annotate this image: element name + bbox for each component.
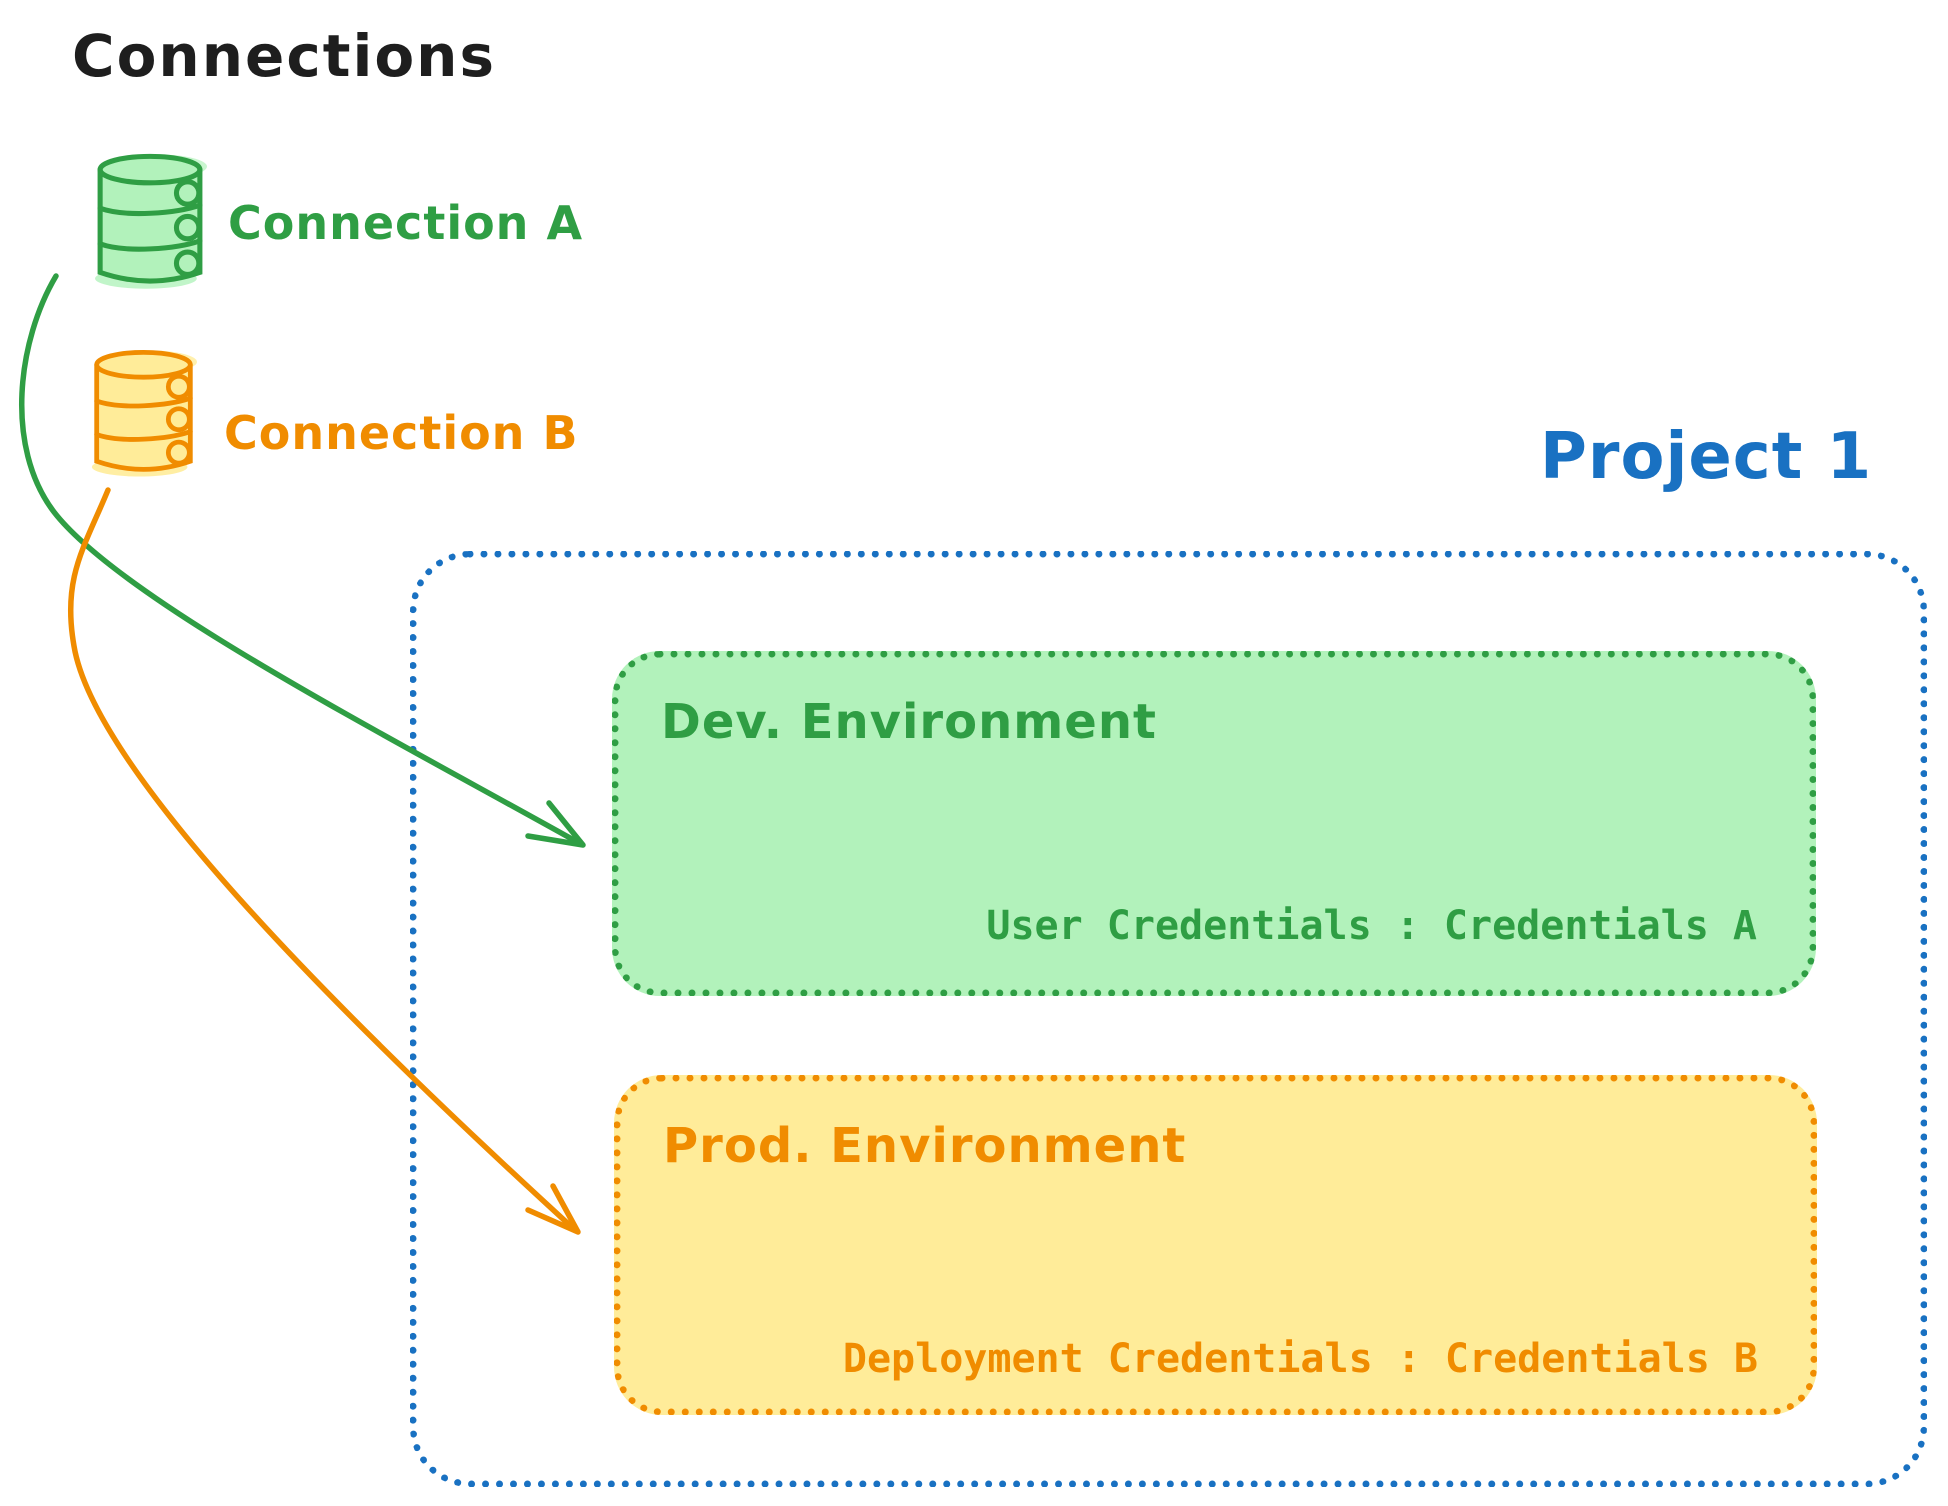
dev-environment-title: Dev. Environment xyxy=(661,694,1157,750)
database-icon[interactable] xyxy=(90,348,197,478)
database-icon[interactable] xyxy=(93,152,207,290)
prod-environment-box[interactable]: Prod. Environment Deployment Credentials… xyxy=(614,1075,1817,1415)
database-cylinder-orange xyxy=(91,349,197,477)
connection-a-label: Connection A xyxy=(228,196,584,250)
project-container[interactable]: Dev. Environment User Credentials : Cred… xyxy=(410,551,1927,1487)
database-cylinder-green xyxy=(95,153,207,289)
dev-environment-credentials: User Credentials : Credentials A xyxy=(986,903,1757,949)
prod-environment-credentials: Deployment Credentials : Credentials B xyxy=(842,1336,1758,1382)
dev-environment-box[interactable]: Dev. Environment User Credentials : Cred… xyxy=(612,651,1816,996)
project-title: Project 1 xyxy=(1540,420,1873,494)
connections-title: Connections xyxy=(72,22,496,90)
prod-environment-title: Prod. Environment xyxy=(663,1118,1187,1174)
connection-b-label: Connection B xyxy=(224,406,579,460)
